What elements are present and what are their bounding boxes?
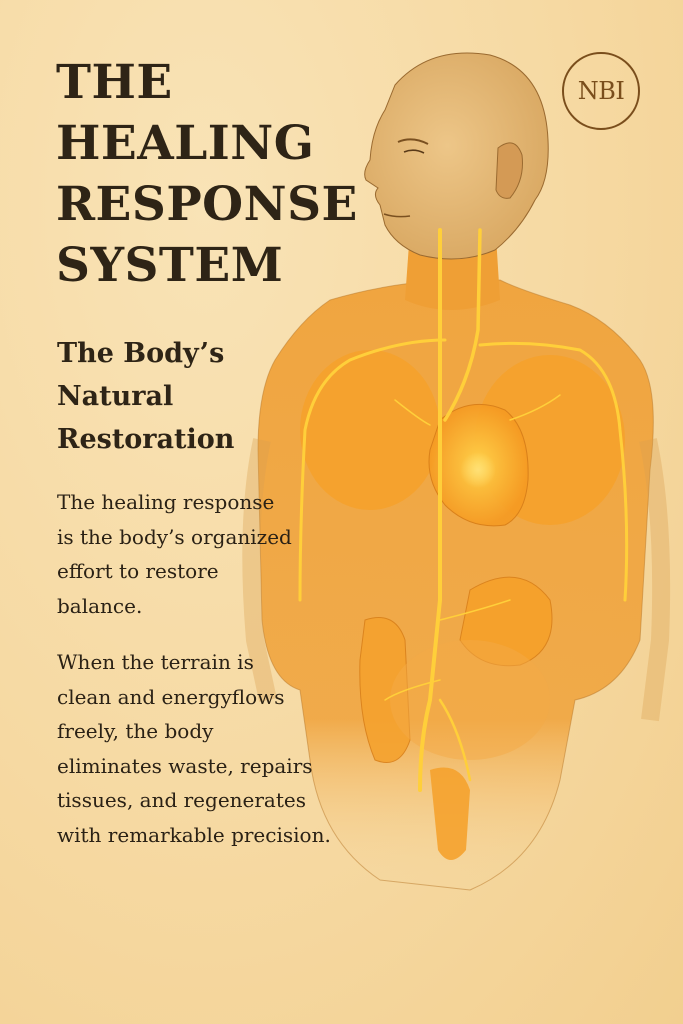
paragraph-intro: The healing response is the body’s organ… [57,485,292,623]
text-line: balance. [57,593,143,618]
nbi-logo: NBI [562,52,640,130]
vessel-network [298,228,629,792]
subtitle-line: Natural [57,381,174,412]
text-line: is the body’s organized [57,524,292,549]
paragraph-detail: When the terrain is clean and energyflow… [57,645,331,852]
title-line: SYSTEM [56,238,284,293]
subtitle-line: Restoration [57,424,235,455]
title-line: HEALING [56,116,315,171]
title-line: THE [56,55,173,110]
text-line: tissues, and regenerates [57,788,306,812]
text-line: eliminates waste, repairs [57,753,313,778]
logo-text: NBI [577,77,625,105]
text-line: When the terrain is [57,650,254,674]
text-line: effort to restore [57,559,219,583]
text-line: freely, the body [57,719,214,743]
text-line: with remarkable precision. [57,822,331,847]
subtitle: The Body’s Natural Restoration [57,332,234,461]
head-shape [364,52,549,260]
title-line: RESPONSE [56,177,358,232]
text-line: The healing response [57,490,275,514]
page-title: THE HEALING RESPONSE SYSTEM [56,52,358,296]
text-line: clean and energyflows [57,684,285,709]
subtitle-line: The Body’s [57,338,225,369]
